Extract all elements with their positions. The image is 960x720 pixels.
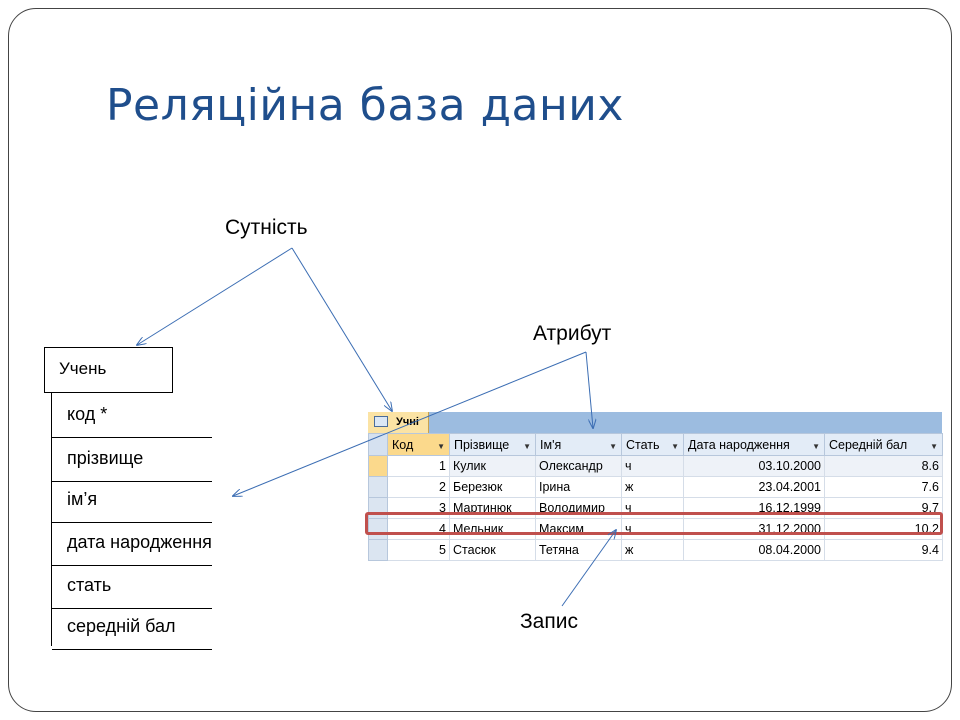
arrow-entity-to-box: [137, 247, 293, 345]
arrow-entity-to-table: [291, 247, 392, 411]
dropdown-arrow-icon[interactable]: ▼: [812, 441, 820, 451]
arrow-record-to-row: [561, 530, 616, 607]
column-header[interactable]: Ім'я▼: [535, 433, 622, 456]
dropdown-arrow-icon[interactable]: ▼: [609, 441, 617, 451]
attribute-rail: [51, 393, 52, 646]
table-cell[interactable]: 1: [387, 455, 450, 477]
attribute-label: середній бал: [67, 616, 176, 636]
table-cell[interactable]: Тетяна: [535, 539, 622, 561]
dropdown-arrow-icon[interactable]: ▼: [437, 441, 445, 451]
row-selector[interactable]: [368, 455, 388, 477]
table-cell[interactable]: Олександр: [535, 455, 622, 477]
table-tab-name: Учні: [396, 416, 419, 428]
entity-attribute: стать: [52, 565, 212, 609]
dropdown-arrow-icon[interactable]: ▼: [671, 441, 679, 451]
entity-attribute: середній бал: [52, 606, 212, 650]
arrow-attribute-to-list: [233, 351, 587, 496]
label-record: Запис: [520, 610, 578, 633]
row-selector[interactable]: [368, 476, 388, 498]
table-cell[interactable]: 08.04.2000: [683, 539, 825, 561]
record-highlight: [365, 512, 943, 535]
table-cell[interactable]: Кулик: [449, 455, 536, 477]
attribute-label: прізвище: [67, 448, 144, 468]
entity-name: Учень: [59, 359, 107, 378]
table-cell[interactable]: 03.10.2000: [683, 455, 825, 477]
table-tab-bar: Учні: [368, 412, 942, 433]
slide-title: Реляційна база даних: [106, 80, 624, 131]
attribute-label: ім’я: [67, 489, 98, 509]
slide-frame: [8, 8, 952, 712]
table-row[interactable]: 1 Кулик Олександр ч 03.10.2000 8.6: [368, 455, 943, 477]
table-cell[interactable]: 7.6: [824, 476, 943, 498]
column-header[interactable]: Середній бал▼: [824, 433, 943, 456]
table-icon: [374, 416, 388, 427]
table-cell[interactable]: 8.6: [824, 455, 943, 477]
attribute-label: код *: [67, 404, 108, 424]
label-entity: Сутність: [225, 216, 308, 239]
dropdown-arrow-icon[interactable]: ▼: [930, 441, 938, 451]
column-header[interactable]: Дата народження▼: [683, 433, 825, 456]
table-cell[interactable]: Стасюк: [449, 539, 536, 561]
column-header[interactable]: Прізвище▼: [449, 433, 536, 456]
table-cell[interactable]: 9.4: [824, 539, 943, 561]
entity-attribute: дата народження: [52, 522, 212, 566]
entity-attribute: прізвище: [52, 438, 212, 482]
column-header[interactable]: Код▼: [387, 433, 450, 456]
attribute-label: стать: [67, 575, 112, 595]
row-selector[interactable]: [368, 539, 388, 561]
table-tab[interactable]: Учні: [368, 412, 429, 433]
arrow-attribute-to-column: [585, 351, 593, 428]
label-attribute: Атрибут: [533, 322, 612, 345]
dropdown-arrow-icon[interactable]: ▼: [523, 441, 531, 451]
header-row: Код▼ Прізвище▼ Ім'я▼ Стать▼ Дата народже…: [368, 433, 943, 456]
table-cell[interactable]: Березюк: [449, 476, 536, 498]
table-row[interactable]: 5 Стасюк Тетяна ж 08.04.2000 9.4: [368, 539, 943, 561]
entity-attribute: код *: [52, 394, 212, 438]
column-header[interactable]: Стать▼: [621, 433, 684, 456]
entity-attribute: ім’я: [52, 479, 212, 523]
entity-box: Учень: [44, 347, 173, 393]
attribute-label: дата народження: [67, 532, 212, 552]
